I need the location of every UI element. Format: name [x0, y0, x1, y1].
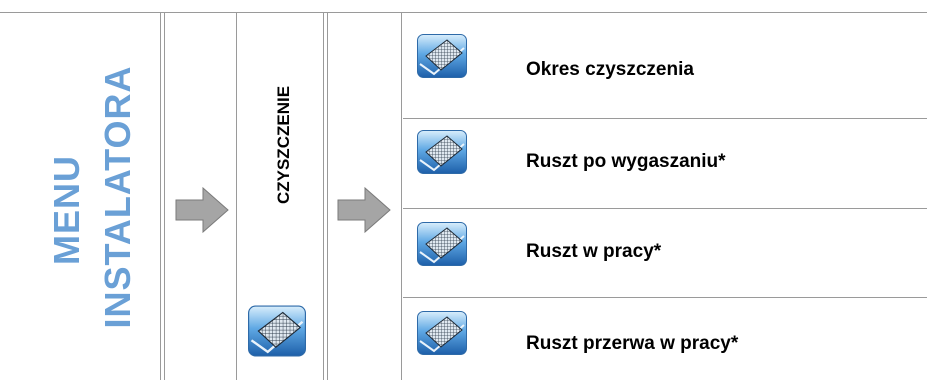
grate-icon [417, 222, 467, 266]
list-item: Ruszt po wygaszaniu* [403, 119, 927, 208]
menu-title-line2: INSTALATORA [97, 65, 138, 329]
row-divider [403, 118, 927, 119]
list-item: Ruszt przerwa w pracy* [403, 298, 927, 380]
grate-icon [417, 34, 467, 78]
arrow-right-icon [175, 187, 229, 233]
row-divider [403, 208, 927, 209]
item-label: Okres czyszczenia [526, 59, 694, 80]
top-border [0, 12, 927, 13]
item-label: Ruszt przerwa w pracy* [526, 333, 739, 354]
grate-icon [417, 130, 467, 174]
column-divider [160, 13, 161, 380]
column-divider [401, 13, 402, 380]
column-divider [164, 13, 165, 380]
column-divider [323, 13, 324, 380]
item-label: Ruszt w pracy* [526, 241, 662, 262]
grate-icon [248, 305, 306, 357]
column-divider [327, 13, 328, 380]
section-title: CZYSZCZENIE [274, 85, 293, 205]
column-divider [236, 13, 237, 380]
row-divider [403, 297, 927, 298]
item-label: Ruszt po wygaszaniu* [526, 151, 726, 172]
list-item: Okres czyszczenia [403, 13, 927, 118]
menu-title-line1: MENU [46, 155, 87, 265]
arrow-right-icon [337, 187, 391, 233]
list-item: Ruszt w pracy* [403, 209, 927, 297]
grate-icon [417, 311, 467, 355]
